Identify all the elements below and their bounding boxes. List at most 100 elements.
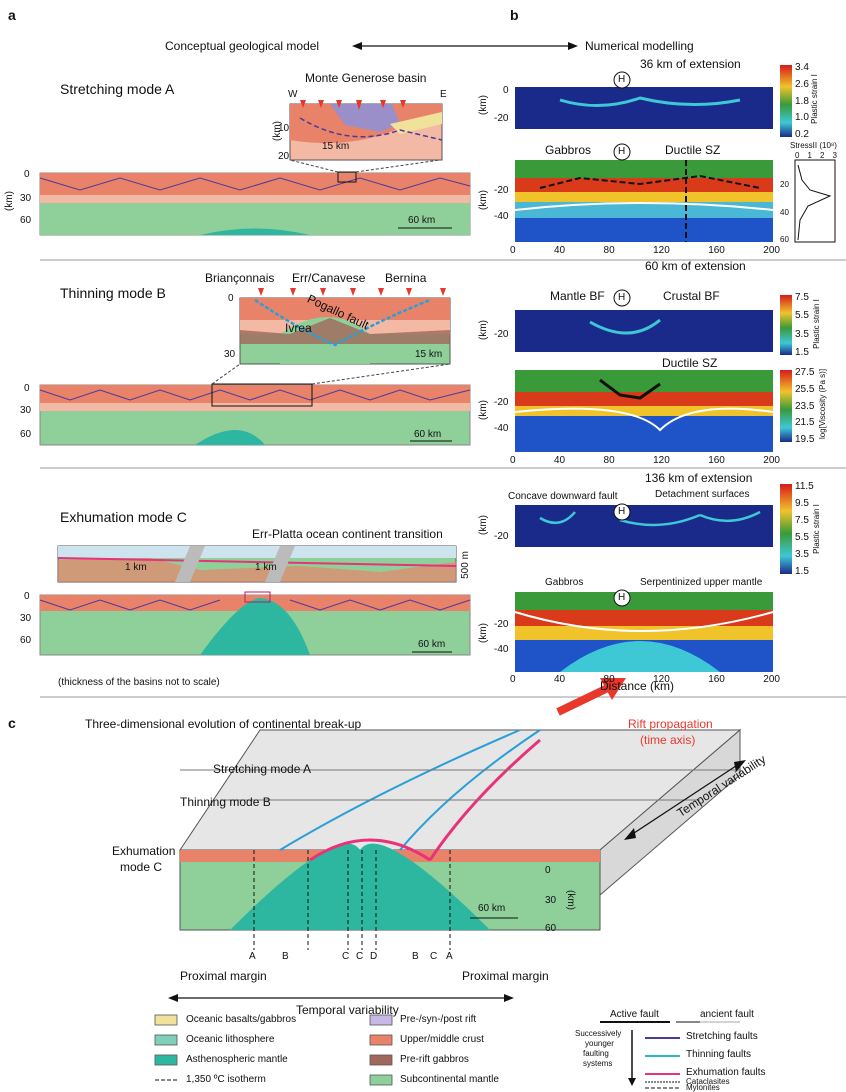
c-t30: 30 bbox=[545, 895, 557, 906]
b-y-m20-2: -20 bbox=[494, 185, 509, 196]
colorbar-1 bbox=[780, 65, 792, 137]
temporal-bottom: Temporal variability bbox=[296, 1003, 399, 1017]
c-letter-b2: B bbox=[412, 951, 419, 962]
monte-generose-inset bbox=[289, 100, 443, 161]
xtick: 80 bbox=[603, 245, 615, 256]
c-mode-c2: mode C bbox=[120, 860, 163, 874]
h-4: H bbox=[618, 506, 626, 517]
legend-prerift: Pre-/syn-/post rift bbox=[400, 1014, 477, 1025]
cb-tick: 0.2 bbox=[795, 129, 809, 140]
xtick: 0 bbox=[510, 674, 516, 685]
gabbros-label-1: Gabbros bbox=[545, 143, 592, 157]
panel-c-title: Three-dimensional evolution of continent… bbox=[85, 717, 362, 731]
mode-a-label: Stretching mode A bbox=[60, 81, 175, 97]
panel-b-letter: b bbox=[510, 7, 519, 23]
ductile-sz-label-2: Ductile SZ bbox=[662, 356, 718, 370]
xtick: 0 bbox=[510, 245, 516, 256]
legend-succ-3: systems bbox=[583, 1059, 613, 1068]
rift-label: Rift propagation bbox=[628, 717, 713, 731]
b-y-m20-5: -20 bbox=[494, 531, 509, 542]
thinning-cross-section bbox=[39, 363, 471, 446]
xtick: 0 bbox=[510, 455, 516, 466]
cb-tick: 1.5 bbox=[795, 566, 809, 577]
viscosity-plot-136 bbox=[514, 592, 774, 672]
c-scale: 60 km bbox=[478, 903, 506, 914]
c-letter-c2: C bbox=[356, 951, 364, 962]
cb-tick: 3.5 bbox=[795, 549, 809, 560]
stress-label: StressII (10⁸) bbox=[790, 141, 837, 150]
b-inset-tick-0: 0 bbox=[228, 293, 234, 304]
stress-ytick: 60 bbox=[780, 235, 789, 244]
xtick: 160 bbox=[708, 245, 725, 256]
stress-xtick: 0 bbox=[795, 151, 800, 160]
cb-tick: 1.5 bbox=[795, 346, 809, 358]
c-letter-b1: B bbox=[282, 951, 289, 962]
cb4-label: Plastic strain I bbox=[811, 504, 821, 554]
b-km-2: (km) bbox=[478, 190, 489, 210]
c-scale-60: 60 km bbox=[418, 639, 446, 650]
strain-plot-136 bbox=[515, 505, 773, 547]
serp-label: Serpentinized upper mantle bbox=[640, 577, 763, 588]
c-tick-60: 60 bbox=[20, 635, 32, 646]
inset-tick-10: 10 bbox=[278, 123, 290, 134]
cb-tick: 11.5 bbox=[795, 481, 814, 492]
stress-xtick: 3 bbox=[832, 151, 837, 160]
east-label: E bbox=[440, 89, 447, 100]
b-y-m40-4: -40 bbox=[494, 423, 509, 434]
crustal-bf-label: Crustal BF bbox=[663, 289, 720, 303]
c-mode-a: Stretching mode A bbox=[213, 762, 312, 776]
b-inset-scale: 15 km bbox=[415, 349, 443, 360]
xtick: 80 bbox=[603, 674, 615, 685]
legend-cataclasites: Cataclasites bbox=[686, 1077, 730, 1086]
err-platta-label: Err-Platta ocean continent transition bbox=[252, 527, 443, 541]
c-letter-c3: C bbox=[430, 951, 438, 962]
b-y-m20-6: -20 bbox=[494, 619, 509, 630]
stress-xtick: 1 bbox=[807, 151, 812, 160]
c-scale-1km-a: 1 km bbox=[125, 562, 147, 573]
a-tick-60: 60 bbox=[20, 215, 32, 226]
legend-stretching: Stretching faults bbox=[686, 1031, 758, 1042]
b-y-m40-2: -40 bbox=[494, 211, 509, 222]
xtick: 120 bbox=[653, 455, 670, 466]
cb-tick: 1.0 bbox=[795, 112, 809, 124]
b-y-m40-6: -40 bbox=[494, 644, 509, 655]
cb-tick: 9.5 bbox=[795, 498, 809, 509]
b-y-0-1: 0 bbox=[503, 85, 509, 96]
cb-tick: 23.5 bbox=[795, 400, 815, 412]
colorbar-2 bbox=[780, 295, 792, 355]
a-tick-0: 0 bbox=[24, 169, 30, 180]
legend-ancient-fault: ancient fault bbox=[700, 1009, 754, 1020]
proximal-left: Proximal margin bbox=[180, 969, 267, 983]
basins-note: (thickness of the basins not to scale) bbox=[58, 677, 220, 688]
thinning-inset bbox=[239, 288, 451, 365]
cb-tick: 3.4 bbox=[795, 62, 809, 73]
b-km-3: (km) bbox=[478, 320, 489, 340]
cb1-label: Plastic strain I bbox=[809, 74, 819, 124]
h-2: H bbox=[618, 146, 626, 157]
legend-succ-2: faulting bbox=[583, 1049, 609, 1058]
proximal-right: Proximal margin bbox=[462, 969, 549, 983]
b-km-6: (km) bbox=[478, 623, 489, 643]
b-inset-tick-30: 30 bbox=[224, 349, 236, 360]
cb-tick: 7.5 bbox=[795, 515, 809, 526]
conceptual-header: Conceptual geological model bbox=[165, 39, 320, 53]
c-mode-b: Thinning mode B bbox=[180, 795, 271, 809]
colorbar-4 bbox=[780, 484, 792, 574]
b-y-m20-1: -20 bbox=[494, 113, 509, 124]
xtick: 200 bbox=[763, 245, 780, 256]
err-platta-inset bbox=[57, 545, 457, 583]
basin-title: Monte Generose basin bbox=[305, 71, 427, 85]
b-km-1: (km) bbox=[478, 95, 489, 115]
cb-tick: 7.5 bbox=[795, 292, 809, 303]
cb-tick: 1.8 bbox=[795, 95, 809, 107]
mantle-bf-label: Mantle BF bbox=[550, 289, 605, 303]
a-km-label: (km) bbox=[4, 191, 15, 211]
mode-b-label: Thinning mode B bbox=[60, 285, 166, 301]
